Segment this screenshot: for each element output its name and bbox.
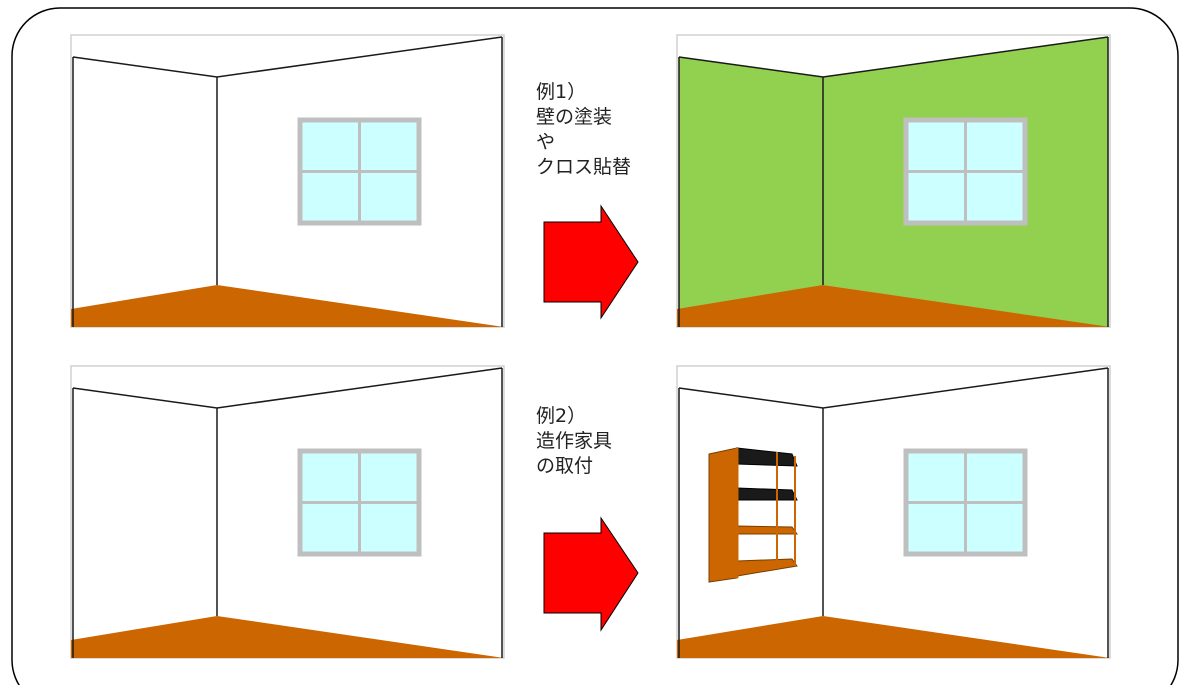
arrow-example-1 xyxy=(543,204,639,320)
left-wall xyxy=(679,57,823,327)
caption-1-line-3: や xyxy=(536,131,556,153)
shelf-side-panel xyxy=(708,447,738,583)
caption-example-1: 例1） 壁の塗装 や クロス貼替 xyxy=(536,80,631,180)
left-wall xyxy=(73,57,217,327)
shelf-board xyxy=(736,525,798,535)
arrow-example-2 xyxy=(543,516,639,632)
floor xyxy=(677,285,1110,327)
caption-example-2: 例2） 造作家具 の取付 xyxy=(536,404,612,479)
left-wall xyxy=(679,388,823,658)
caption-2-line-3: の取付 xyxy=(536,455,594,477)
room-after-example-1 xyxy=(676,34,1111,328)
built-in-shelf xyxy=(708,447,798,583)
room-before-example-2 xyxy=(70,365,505,659)
floor xyxy=(71,285,504,327)
caption-1-line-2: 壁の塗装 xyxy=(536,106,613,128)
caption-1-line-4: クロス貼替 xyxy=(536,156,632,178)
floor xyxy=(677,616,1110,658)
outer-border xyxy=(11,7,1179,685)
caption-1-line-1: 例1） xyxy=(536,81,587,103)
caption-2-line-2: 造作家具 xyxy=(536,430,613,452)
room-after-example-2 xyxy=(676,365,1111,659)
left-wall xyxy=(73,388,217,658)
room-before-example-1 xyxy=(70,34,505,328)
shelf-middle-board-dark xyxy=(736,487,798,501)
floor xyxy=(71,616,504,658)
caption-2-line-1: 例2） xyxy=(536,405,587,427)
